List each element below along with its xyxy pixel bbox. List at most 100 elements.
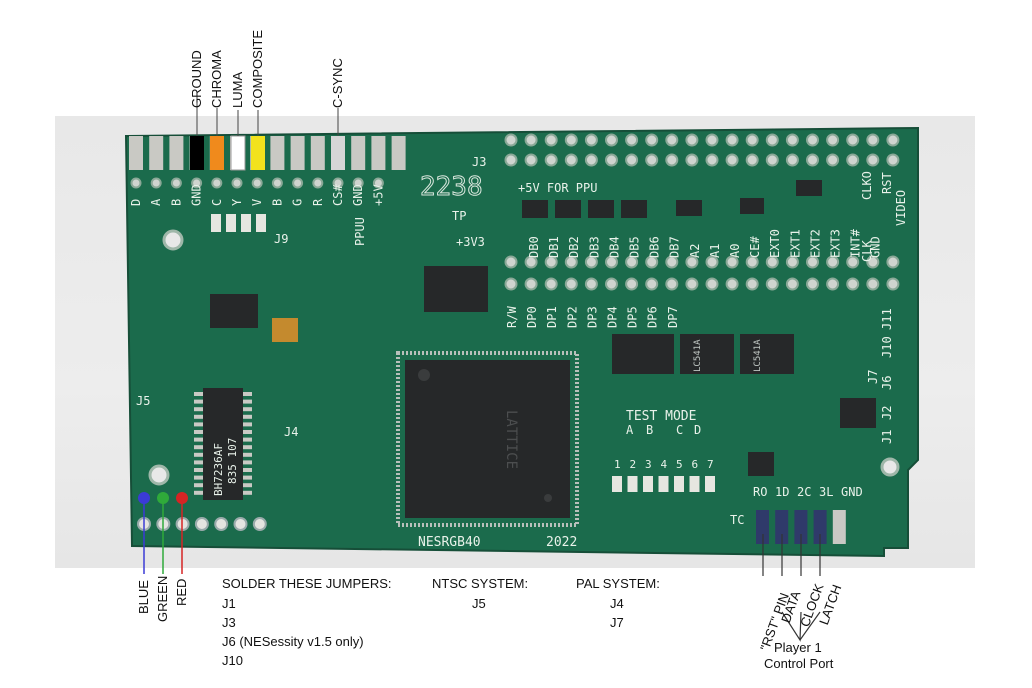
wire-luma	[230, 135, 246, 171]
player-port-line-1: Player 1	[774, 640, 822, 655]
via	[312, 177, 324, 189]
header-pin	[806, 277, 819, 291]
header-pin	[605, 277, 618, 291]
smd-resistor	[256, 214, 266, 232]
tantalum-cap	[272, 318, 298, 342]
edge-pad	[351, 136, 366, 170]
pal-item: J7	[610, 615, 624, 630]
small-ic-test	[748, 452, 774, 476]
chip-pin	[243, 430, 252, 434]
chip-pin	[194, 437, 203, 442]
pcb-silk-text: Y	[230, 198, 244, 206]
pcb-j7: J7	[866, 370, 880, 384]
resistor-array	[522, 200, 548, 218]
small-ic-right	[840, 398, 876, 428]
header-pin	[544, 255, 558, 269]
header-pin	[725, 277, 739, 291]
header-pin	[806, 255, 819, 269]
wire-ground	[190, 136, 204, 170]
pcb-j4: J4	[284, 425, 298, 439]
resistor-array	[796, 180, 822, 196]
chip-pin	[243, 460, 252, 465]
controller-pad	[756, 510, 769, 544]
header-pin	[564, 255, 578, 269]
header-pin	[625, 277, 639, 291]
buffer-chip-3	[740, 334, 794, 374]
controller-pad	[775, 510, 789, 544]
label-luma: LUMA	[230, 71, 245, 108]
header-pin	[765, 133, 779, 147]
pcb-j3: J3	[472, 155, 486, 169]
chip-pin	[243, 407, 252, 412]
label-csync: C-SYNC	[330, 58, 345, 108]
pcb-silk-text: +5V	[371, 184, 385, 206]
rgb-pin	[194, 517, 209, 531]
pcb-silk-text: A2	[688, 244, 702, 258]
header-pin	[544, 133, 558, 147]
header-pin	[806, 133, 819, 147]
pcb-silk-text: DP7	[666, 306, 680, 328]
pcb-silk-text: CE#	[748, 236, 762, 258]
solder-item: J1	[222, 596, 236, 611]
pcb-j6: J6	[880, 376, 894, 390]
header-pin	[504, 133, 518, 147]
pcb-silk-text: D	[129, 199, 143, 206]
header-pin	[584, 153, 598, 167]
header-pin	[826, 255, 840, 269]
chip-pin	[194, 422, 203, 427]
pcb-silk-text: R/W	[505, 306, 519, 328]
pcb-date-code: 2238	[420, 172, 483, 202]
header-pin	[605, 133, 618, 147]
header-pin	[685, 255, 699, 269]
pcb-fpga-brand: LATTICE	[503, 410, 519, 469]
pcb-silk-text: B	[270, 199, 284, 206]
mount-hole	[148, 464, 170, 486]
player-port-line-2: Control Port	[764, 656, 834, 671]
header-pin	[685, 153, 699, 167]
chip-pin	[194, 414, 203, 419]
solder-item: J6 (NESessity v1.5 only)	[222, 634, 364, 649]
dot-green	[157, 492, 169, 504]
test-jumper	[643, 476, 653, 492]
pcb-silk-text: A1	[708, 244, 722, 258]
header-pin	[765, 255, 779, 269]
header-pin	[504, 277, 518, 291]
edge-pad	[290, 136, 305, 170]
pcb-ppuu: PPUU	[353, 217, 367, 246]
header-pin	[524, 133, 538, 147]
resistor-array	[555, 200, 581, 218]
header-pin	[725, 255, 739, 269]
pcb-board-year: 2022	[546, 535, 577, 550]
mount-hole	[880, 457, 900, 477]
header-pin	[826, 133, 840, 147]
chip-pin	[243, 422, 252, 427]
header-pin	[504, 255, 518, 269]
header-pin	[665, 133, 679, 147]
via	[130, 177, 142, 189]
test-jumper	[658, 476, 669, 492]
pcb-silk-text: DB0	[527, 236, 541, 258]
pcb-silk-text: EXT0	[768, 229, 782, 258]
chip-pin	[194, 490, 203, 495]
header-pin	[866, 153, 880, 167]
pcb-j2: J2	[880, 406, 894, 420]
smd-resistor	[211, 214, 221, 232]
pcb-silk-text: DB3	[587, 236, 601, 258]
header-pin	[544, 153, 558, 167]
pcb-silk-text: RST	[880, 172, 894, 194]
via	[251, 177, 263, 189]
via	[271, 177, 283, 189]
edge-pad	[270, 136, 285, 170]
pcb-silk-text: 2	[630, 458, 637, 471]
label-composite: COMPOSITE	[250, 29, 265, 108]
header-pin	[745, 277, 759, 291]
pcb-silk-text: DB6	[648, 236, 662, 258]
header-pin	[725, 153, 739, 167]
edge-pad	[391, 136, 406, 170]
header-pin	[564, 277, 578, 291]
header-pin	[584, 255, 598, 269]
chip-pin	[194, 445, 203, 450]
small-chip	[210, 294, 258, 328]
header-pin	[584, 277, 598, 291]
header-pin	[806, 153, 819, 167]
